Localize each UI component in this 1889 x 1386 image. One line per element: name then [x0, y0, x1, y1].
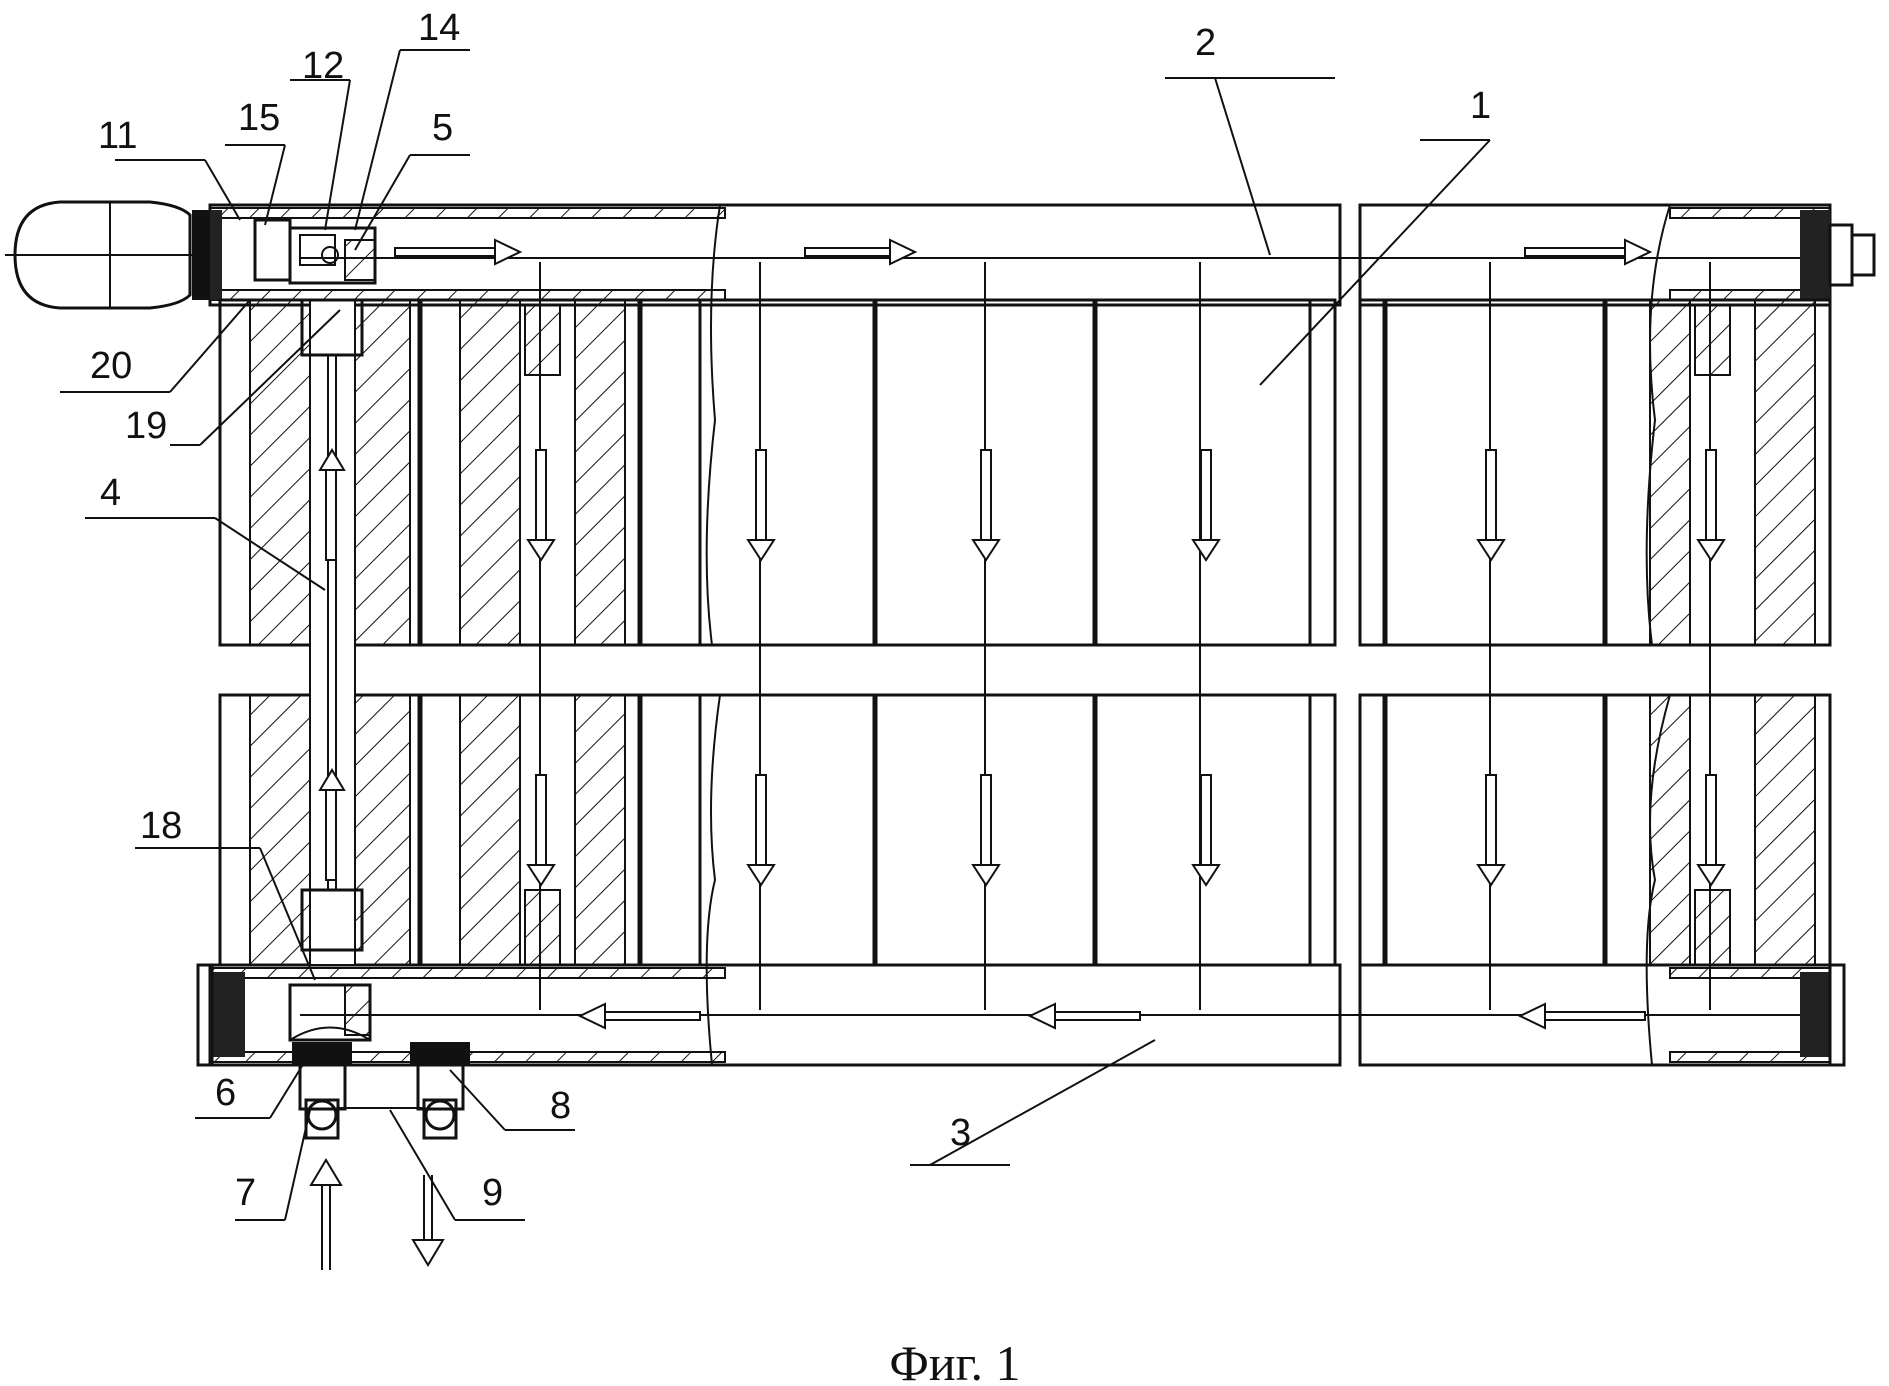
label-15: 15 [238, 97, 280, 139]
label-20: 20 [90, 345, 132, 387]
label-19: 19 [125, 405, 167, 447]
label-3: 3 [950, 1112, 971, 1154]
thermostatic-head [5, 200, 210, 310]
label-14: 14 [418, 7, 460, 49]
label-12: 12 [302, 45, 344, 87]
flow-arrow-bottom [577, 1002, 1646, 1030]
panel-lower [218, 693, 1832, 1066]
label-8: 8 [550, 1085, 571, 1127]
label-11: 11 [98, 115, 137, 157]
flow-arrows [394, 238, 1731, 1030]
label-1: 1 [1470, 85, 1491, 127]
flow-verticals [539, 262, 1711, 1010]
flow-arrow-top [394, 238, 1653, 266]
label-9: 9 [482, 1172, 503, 1214]
label-6: 6 [215, 1072, 236, 1114]
label-5: 5 [432, 107, 453, 149]
reference-numerals: 1 2 3 4 5 6 7 8 9 11 12 14 15 18 19 20 [90, 7, 1491, 1214]
riser-tube [300, 298, 364, 966]
valve-assembly [253, 218, 377, 285]
label-2: 2 [1195, 22, 1216, 64]
inlet-nozzles [524, 304, 1731, 966]
label-4: 4 [100, 472, 121, 514]
figure-caption: Фиг. 1 [889, 1335, 1020, 1386]
connection-fittings [292, 1042, 470, 1270]
label-7: 7 [235, 1172, 256, 1214]
flow-down-arrows [526, 449, 1726, 887]
leader-lines [60, 49, 1491, 1221]
panel-upper [218, 204, 1832, 647]
label-18: 18 [140, 805, 182, 847]
